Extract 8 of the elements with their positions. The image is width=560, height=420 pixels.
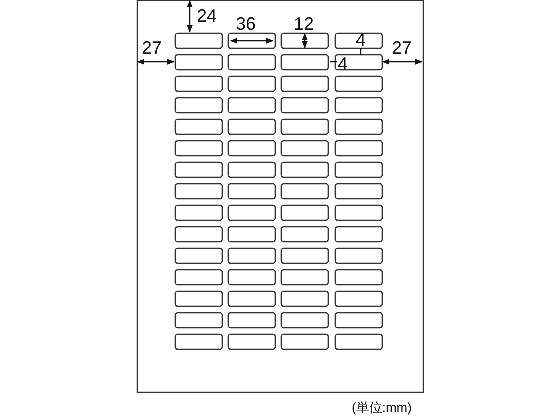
dimension-label: 27 [142, 39, 162, 57]
dimension-label: 4 [356, 31, 366, 49]
dimension-label: 12 [294, 15, 314, 33]
dimension-label: 4 [338, 55, 348, 73]
unit-note: (単位:mm) [352, 401, 412, 414]
dimension-label: 27 [392, 39, 412, 57]
dimension-label: 24 [197, 7, 218, 25]
dimension-label: 36 [236, 15, 256, 33]
